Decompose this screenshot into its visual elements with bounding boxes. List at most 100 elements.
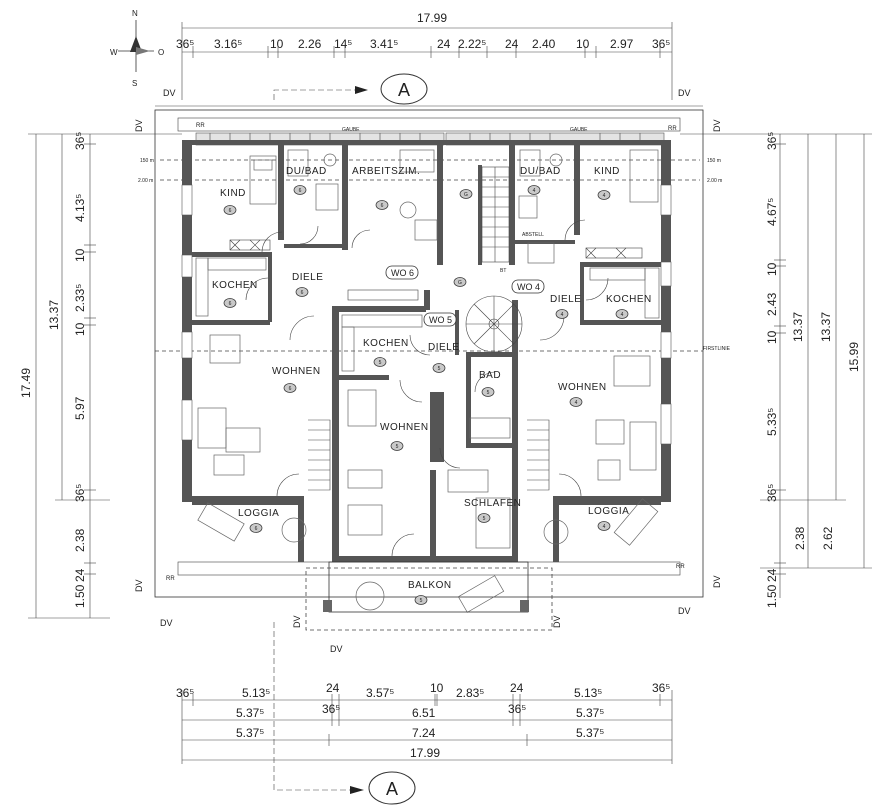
dim-bottom-seg: 10 [430, 681, 444, 695]
dimension-chain-top: 17.99 36⁵ 3.16⁵ 10 2.26 14⁵ 3.41⁵ 24 2.2… [176, 11, 673, 100]
compass-south: S [132, 79, 137, 88]
svg-text:4: 4 [621, 312, 624, 318]
dim-bottom-total: 17.99 [410, 746, 440, 760]
svg-text:6: 6 [301, 290, 304, 296]
svg-text:5: 5 [438, 366, 441, 372]
room-label: WOHNEN [558, 382, 607, 393]
dim-left-middle: 13.37 [47, 300, 61, 330]
room-label: ARBEITSZIM. [352, 166, 420, 177]
dim-right-seg: 1.50 [765, 584, 779, 608]
dim-top-seg: 3.16⁵ [214, 37, 242, 51]
svg-text:6: 6 [289, 386, 292, 392]
dim-right-seg: 36⁵ [765, 484, 779, 502]
dim-right-seg: 10 [765, 262, 779, 276]
room-number-marker: 4 [597, 190, 611, 200]
svg-text:G: G [458, 280, 462, 286]
room-number-markers: 6 6 6 4 4 6 6 4 4 5 5 5 6 5 4 5 6 4 5 G … [223, 185, 629, 605]
dim-bottom-seg: 5.37⁵ [236, 706, 264, 720]
rr-label: RR [196, 123, 205, 129]
dim-bottom-seg: 36⁵ [322, 702, 340, 716]
svg-text:4: 4 [575, 400, 578, 406]
unit-tag: WO 4 [517, 282, 540, 292]
room-number-marker: 6 [223, 205, 237, 215]
dim-bottom-seg: 2.83⁵ [456, 686, 484, 700]
dim-top-seg: 24 [505, 37, 519, 51]
dim-bottom-seg: 5.13⁵ [242, 686, 270, 700]
compass-east: O [158, 48, 164, 57]
compass-west: W [110, 48, 118, 57]
dim-top-seg: 3.41⁵ [370, 37, 398, 51]
rr-label: RR [166, 576, 175, 582]
annotation-labels: DV DV DV DV DV DV DV DV DV DV DV RR RR R… [134, 88, 722, 654]
room-number-marker: 4 [527, 185, 541, 195]
room-label: WOHNEN [380, 422, 429, 433]
dim-left-seg: 36⁵ [73, 132, 87, 150]
svg-text:4: 4 [561, 312, 564, 318]
dv-label: DV [678, 88, 691, 98]
dim-top-seg: 24 [437, 37, 451, 51]
dim-bottom-seg: 7.24 [412, 726, 436, 740]
room-label: BALKON [408, 580, 452, 591]
height-label: 150 m [707, 158, 721, 164]
furniture [195, 149, 660, 613]
dim-right-outer: 15.99 [847, 342, 861, 372]
partition-hatches [229, 239, 643, 301]
rr-label: RR [676, 564, 685, 570]
dimension-chain-left: 17.49 13.37 36⁵ 4.13⁵ 10 2.33⁵ 10 5.97 3… [19, 132, 182, 619]
svg-text:6: 6 [255, 526, 258, 532]
room-number-marker: 5 [477, 513, 491, 523]
dim-bottom-seg: 5.37⁵ [236, 726, 264, 740]
room-number-marker: 6 [375, 200, 389, 210]
dv-label: DV [134, 579, 144, 592]
svg-text:5: 5 [483, 516, 486, 522]
room-label: KIND [220, 188, 246, 199]
dim-bottom-seg: 24 [510, 681, 524, 695]
height-label: 150 m [140, 158, 154, 164]
svg-text:6: 6 [299, 188, 302, 194]
room-label: LOGGIA [588, 506, 629, 517]
dim-left-seg: 5.97 [73, 396, 87, 420]
dim-top-seg: 2.97 [610, 37, 634, 51]
room-number-marker: 6 [293, 185, 307, 195]
dv-label: DV [292, 615, 302, 628]
room-number-marker: 5 [390, 441, 404, 451]
dim-top-seg: 2.22⁵ [458, 37, 486, 51]
dimension-chain-right: 15.99 13.37 13.37 36⁵ 4.67⁵ 10 2.43 10 5… [680, 132, 872, 608]
svg-text:4: 4 [533, 188, 536, 194]
room-number-marker: 6 [223, 298, 237, 308]
room-label: DU/BAD [286, 166, 327, 177]
room-label: ABSTELL [522, 232, 544, 238]
dim-right-seg: 5.33⁵ [765, 408, 779, 436]
svg-text:G: G [464, 192, 468, 198]
dim-bottom-seg: 5.13⁵ [574, 686, 602, 700]
room-number-marker: 5 [414, 595, 428, 605]
dormer-label: GAUBE [570, 127, 588, 133]
dim-top-seg: 36⁵ [176, 37, 194, 51]
dim-top-seg: 36⁵ [652, 37, 670, 51]
dv-label: DV [552, 615, 562, 628]
room-number-marker: 4 [597, 521, 611, 531]
dim-top-seg: 2.26 [298, 37, 322, 51]
room-label: SCHLAFEN [464, 498, 521, 509]
dim-left-seg: 2.33⁵ [73, 284, 87, 312]
dim-top-seg: 2.40 [532, 37, 556, 51]
compass: N S W O [110, 9, 164, 88]
dv-label: DV [678, 606, 691, 616]
dim-left-seg: 24 [73, 568, 87, 582]
dv-label: DV [163, 88, 176, 98]
rr-label: RR [668, 126, 677, 132]
dim-left-seg: 10 [73, 322, 87, 336]
room-number-marker: 6 [283, 383, 297, 393]
unit-tags: WO 6 WO 5 WO 4 [385, 265, 545, 327]
dim-bottom-seg: 6.51 [412, 706, 436, 720]
dim-left-seg: 36⁵ [73, 484, 87, 502]
height-lines: 150 m 2.00 m 150 m 2.00 m [138, 158, 722, 184]
section-marker-top: A [273, 73, 428, 105]
room-number-marker: 6 [249, 523, 263, 533]
dim-top-seg: 10 [576, 37, 590, 51]
svg-text:4: 4 [603, 524, 606, 530]
unit-tag: WO 5 [429, 315, 452, 325]
door-swings [245, 219, 609, 557]
room-label: LOGGIA [238, 508, 279, 519]
